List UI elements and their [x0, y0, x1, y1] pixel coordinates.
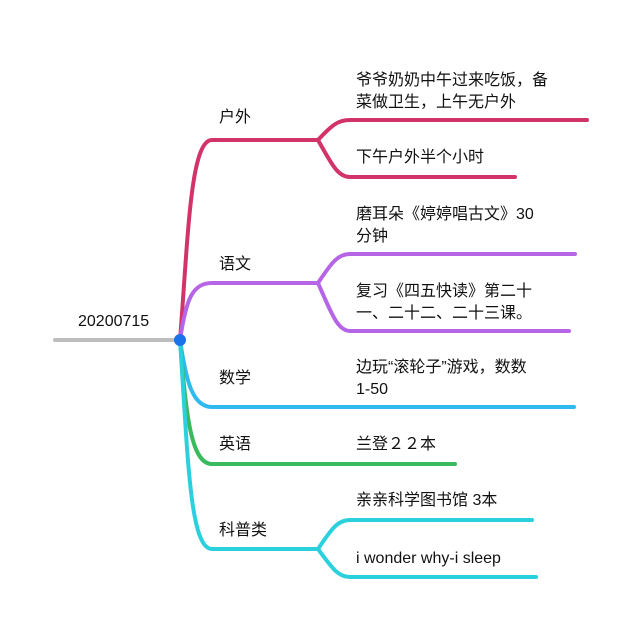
branch-english-label[interactable]: 英语 — [219, 436, 252, 453]
leaf-chinese-1-line-1: 磨耳朵《婷婷唱古文》30 — [356, 206, 534, 223]
leaf-science-1-line-1: 亲亲科学图书馆 3本 — [356, 492, 498, 509]
leaf-math-1-line-2: 1-50 — [356, 381, 389, 398]
root-node-label[interactable]: 20200715 — [78, 313, 150, 330]
leaf-science-2-line — [316, 547, 538, 579]
leaf-chinese-1-line — [316, 252, 577, 285]
leaf-english-1-line-1: 兰登２２本 — [356, 436, 437, 453]
leaf-hw-2-line — [316, 138, 517, 179]
leaf-science-2-line-1: i wonder why-i sleep — [356, 550, 501, 567]
leaf-chinese-2-line-2: 一、二十二、二十三课。 — [356, 305, 533, 322]
leaf-hw-1[interactable]: 爷爷奶奶中午过来吃饭，备 菜做卫生，上午无户外 — [356, 70, 548, 114]
leaf-english-1[interactable]: 兰登２２本 — [356, 434, 436, 456]
leaf-science-1-line — [316, 518, 534, 551]
branch-science-label[interactable]: 科普类 — [219, 522, 268, 539]
leaf-chinese-2[interactable]: 复习《四五快读》第二十 一、二十二、二十三课。 — [356, 281, 532, 325]
leaf-chinese-1-line-2: 分钟 — [356, 228, 389, 245]
leaf-hw-1-line — [316, 118, 589, 142]
branch-math-label[interactable]: 数学 — [219, 370, 252, 387]
leaf-hw-1-line-2: 菜做卫生，上午无户外 — [356, 94, 517, 111]
leaf-science-1[interactable]: 亲亲科学图书馆 3本 — [356, 490, 497, 512]
branch-chinese-label[interactable]: 语文 — [219, 256, 252, 273]
leaf-math-1-line-1: 边玩“滚轮子”游戏，数数 — [356, 359, 527, 376]
leaf-science-2[interactable]: i wonder why-i sleep — [356, 548, 501, 570]
leaf-hw-2-line-1: 下午户外半个小时 — [356, 149, 485, 166]
branch-science-line — [178, 338, 320, 551]
leaf-math-1[interactable]: 边玩“滚轮子”游戏，数数 1-50 — [356, 357, 527, 401]
leaf-chinese-2-line — [316, 281, 571, 333]
branch-hw-label[interactable]: 户外 — [219, 109, 252, 126]
leaf-chinese-2-line-1: 复习《四五快读》第二十 — [356, 283, 533, 300]
leaf-hw-1-line-1: 爷爷奶奶中午过来吃饭，备 — [356, 72, 549, 89]
leaf-hw-2[interactable]: 下午户外半个小时 — [356, 147, 484, 169]
root-node-dot[interactable] — [174, 334, 186, 346]
branch-hw-line — [178, 138, 320, 342]
leaf-chinese-1[interactable]: 磨耳朵《婷婷唱古文》30 分钟 — [356, 204, 534, 248]
branch-chinese-line — [178, 281, 320, 342]
